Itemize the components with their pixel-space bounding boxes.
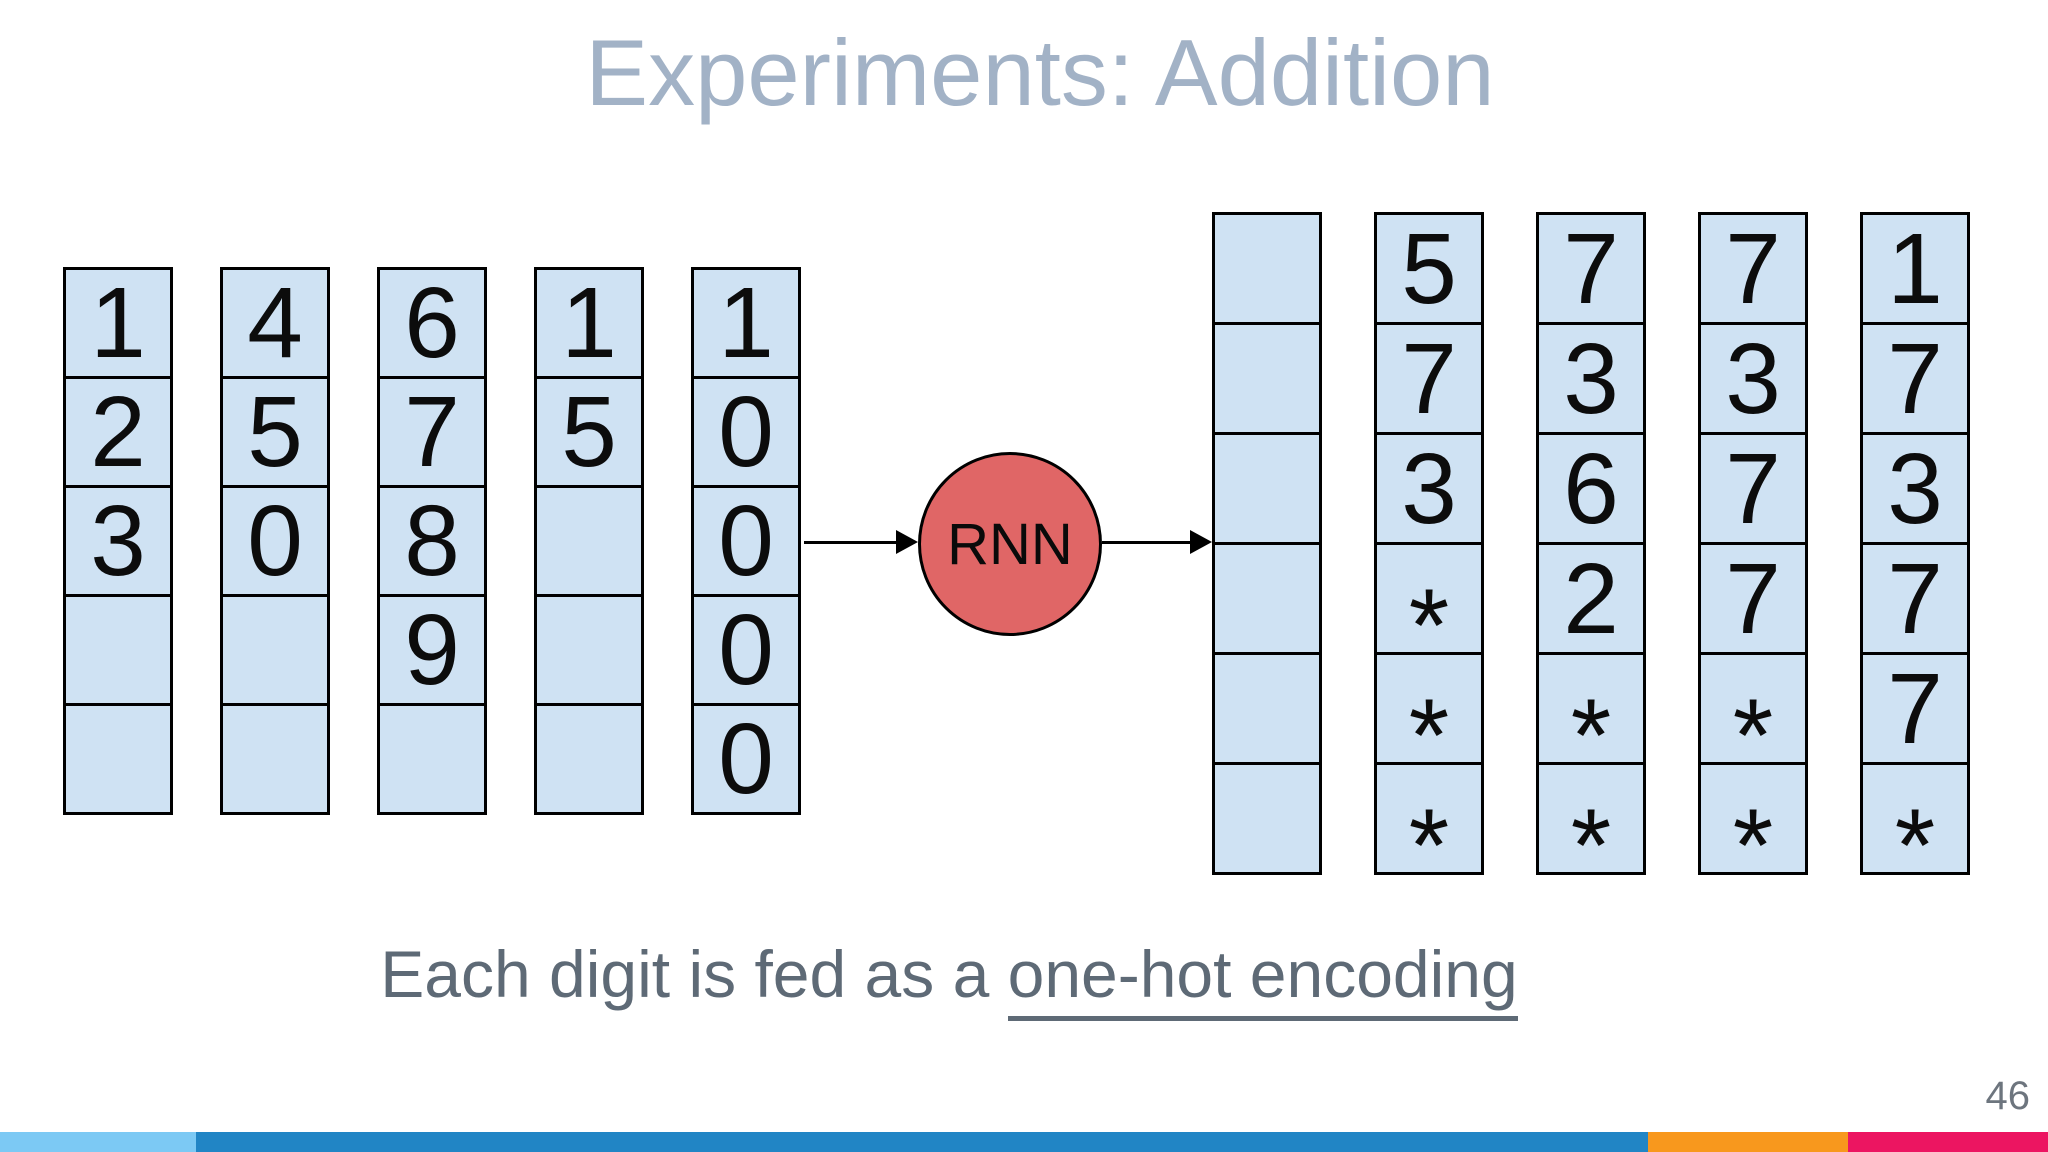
input-cell: 5 bbox=[220, 376, 330, 488]
input-cell: 0 bbox=[220, 485, 330, 597]
output-cell: 3 bbox=[1536, 322, 1646, 435]
input-arrow bbox=[804, 541, 900, 544]
output-cell: * bbox=[1536, 762, 1646, 898]
input-cell bbox=[63, 703, 173, 815]
output-cell: 7 bbox=[1860, 322, 1970, 435]
output-cell bbox=[1212, 432, 1322, 545]
output-cell: * bbox=[1698, 652, 1808, 788]
footer-bar-segment-crimson bbox=[1848, 1132, 2048, 1152]
input-cell: 0 bbox=[691, 594, 801, 706]
output-cell: 7 bbox=[1698, 432, 1808, 545]
output-cell: * bbox=[1374, 542, 1484, 678]
output-cell: 5 bbox=[1374, 212, 1484, 325]
footer-bar-segment-blue bbox=[196, 1132, 1648, 1152]
output-cell: 7 bbox=[1860, 652, 1970, 765]
output-cell: * bbox=[1536, 652, 1646, 788]
output-cell: * bbox=[1374, 652, 1484, 788]
input-cell: 6 bbox=[377, 267, 487, 379]
output-cell: 3 bbox=[1860, 432, 1970, 545]
caption-text: Each digit is fed as a bbox=[380, 937, 1008, 1011]
footer-bar-segment-light-blue bbox=[0, 1132, 196, 1152]
output-cell bbox=[1212, 322, 1322, 435]
output-cell: 7 bbox=[1698, 212, 1808, 325]
input-cell: 1 bbox=[691, 267, 801, 379]
output-cell: 2 bbox=[1536, 542, 1646, 655]
rnn-node: RNN bbox=[918, 452, 1102, 636]
output-cell: * bbox=[1374, 762, 1484, 898]
output-cell: 7 bbox=[1536, 212, 1646, 325]
input-cell bbox=[220, 703, 330, 815]
input-cell bbox=[534, 594, 644, 706]
output-cell: * bbox=[1860, 762, 1970, 898]
output-cell: * bbox=[1698, 762, 1808, 898]
input-cell: 8 bbox=[377, 485, 487, 597]
input-cell: 1 bbox=[534, 267, 644, 379]
input-cell bbox=[377, 703, 487, 815]
input-arrowhead-icon bbox=[896, 530, 918, 554]
caption-underlined-text: one-hot encoding bbox=[1007, 937, 1518, 1021]
input-cell: 3 bbox=[63, 485, 173, 597]
input-cell: 4 bbox=[220, 267, 330, 379]
input-cell: 0 bbox=[691, 485, 801, 597]
output-cell bbox=[1212, 762, 1322, 875]
input-cell: 1 bbox=[63, 267, 173, 379]
page-number: 46 bbox=[1985, 1074, 2031, 1118]
footer-bar bbox=[0, 1132, 2048, 1152]
output-cell: 1 bbox=[1860, 212, 1970, 325]
output-cell bbox=[1212, 652, 1322, 765]
output-column-1 bbox=[1212, 212, 1322, 875]
input-cell bbox=[220, 594, 330, 706]
input-cell: 9 bbox=[377, 594, 487, 706]
output-arrow bbox=[1102, 541, 1194, 544]
output-arrowhead-icon bbox=[1190, 530, 1212, 554]
input-cell bbox=[63, 594, 173, 706]
output-cell: 7 bbox=[1374, 322, 1484, 435]
output-cell: 3 bbox=[1374, 432, 1484, 545]
output-cell bbox=[1212, 212, 1322, 325]
input-cell: 0 bbox=[691, 703, 801, 815]
output-cell bbox=[1212, 542, 1322, 655]
input-cell: 7 bbox=[377, 376, 487, 488]
output-cell: 6 bbox=[1536, 432, 1646, 545]
input-cell: 2 bbox=[63, 376, 173, 488]
slide-title: Experiments: Addition bbox=[585, 20, 1495, 125]
rnn-label: RNN bbox=[947, 511, 1073, 577]
output-cell: 3 bbox=[1698, 322, 1808, 435]
footer-bar-segment-orange bbox=[1648, 1132, 1848, 1152]
output-cell: 7 bbox=[1860, 542, 1970, 655]
input-cell bbox=[534, 485, 644, 597]
input-cell: 0 bbox=[691, 376, 801, 488]
output-cell: 7 bbox=[1698, 542, 1808, 655]
caption: Each digit is fed as a one-hot encoding bbox=[0, 936, 1898, 1021]
input-cell: 5 bbox=[534, 376, 644, 488]
input-cell bbox=[534, 703, 644, 815]
